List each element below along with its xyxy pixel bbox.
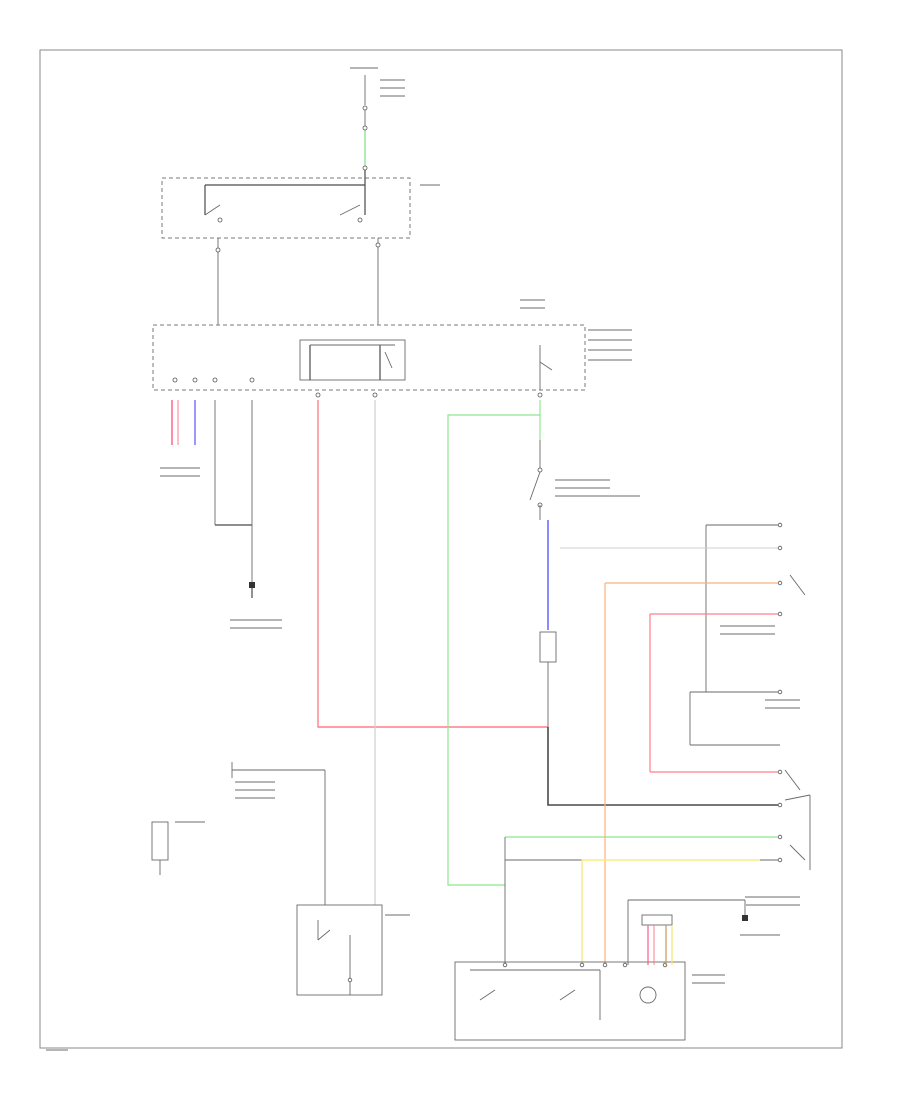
bottom-right-connector bbox=[627, 899, 748, 965]
ground-symbol-left bbox=[249, 582, 255, 598]
left-middle-switch bbox=[151, 762, 326, 905]
label-marks bbox=[46, 67, 800, 1051]
clutch-switch-area bbox=[529, 400, 780, 806]
main-relay-box bbox=[152, 324, 586, 398]
ignition-switch bbox=[161, 170, 411, 239]
bottom-control-module bbox=[454, 961, 686, 1041]
top-fuse-block bbox=[362, 75, 368, 171]
diagram-frame bbox=[39, 49, 843, 1049]
red-wire-main bbox=[317, 400, 548, 728]
module-chip bbox=[639, 986, 657, 1004]
green-wire-long bbox=[447, 414, 540, 886]
left-colored-stubs bbox=[171, 400, 255, 598]
starter-relay bbox=[296, 904, 383, 996]
ignition-to-relay-wires bbox=[215, 238, 381, 325]
motor-symbol bbox=[151, 821, 169, 875]
orange-yellow-wires bbox=[504, 583, 760, 965]
ground-symbol-right bbox=[742, 915, 748, 921]
relay-coil-symbol bbox=[539, 631, 557, 663]
right-connector-block bbox=[505, 522, 811, 870]
